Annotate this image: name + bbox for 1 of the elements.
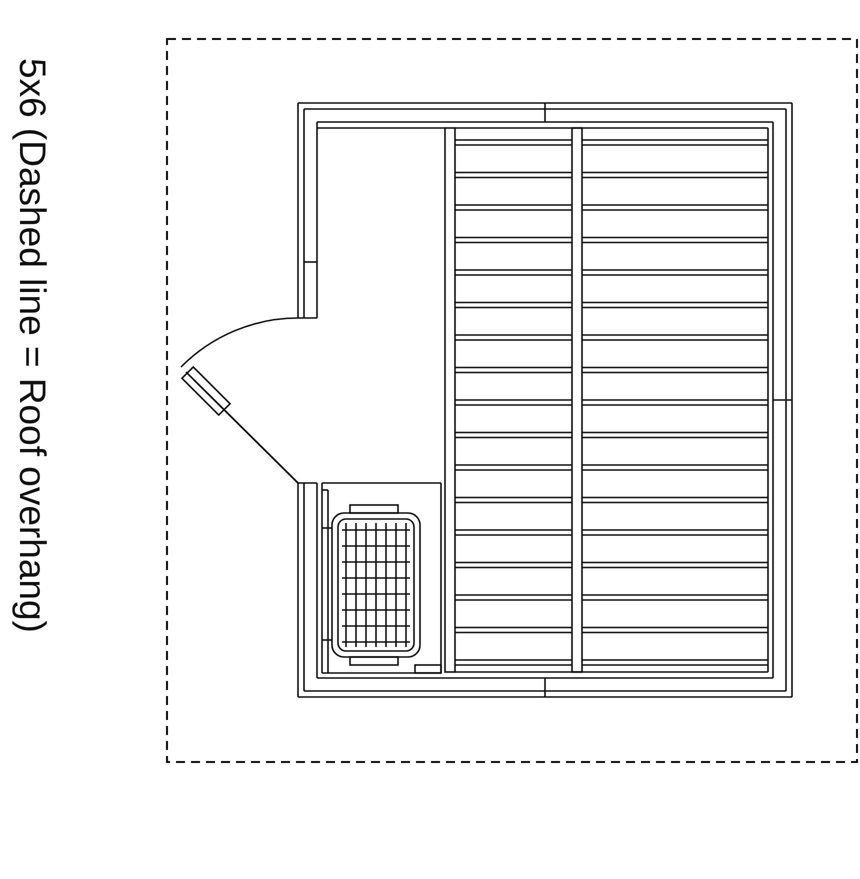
plan-caption: 5x6 (Dashed line = Roof overhang) [14,58,51,633]
